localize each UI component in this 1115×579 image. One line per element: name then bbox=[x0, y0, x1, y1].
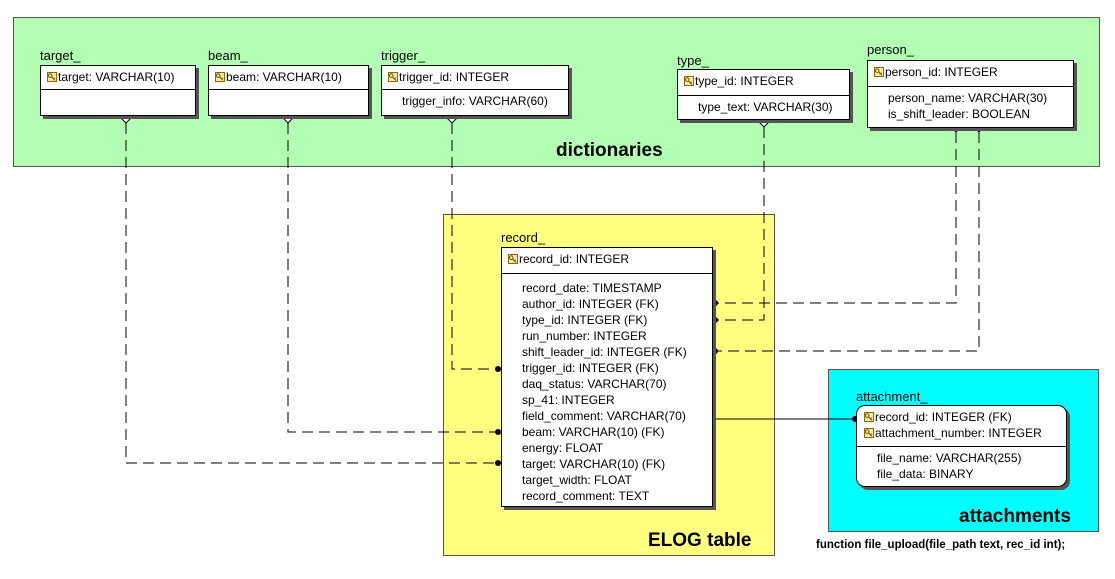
diamond-type bbox=[759, 118, 769, 128]
diamond-beam bbox=[283, 114, 293, 124]
dot-target bbox=[495, 460, 501, 466]
field-row: energy: FLOAT bbox=[522, 441, 604, 455]
entity-type-name: type_ bbox=[677, 53, 709, 68]
region-dictionaries-label: dictionaries bbox=[556, 140, 663, 161]
key-icon bbox=[864, 412, 874, 422]
field-row: person_name: VARCHAR(30) bbox=[888, 91, 1048, 105]
field-row: run_number: INTEGER bbox=[522, 329, 647, 343]
field-row: type_id: INTEGER (FK) bbox=[522, 313, 648, 327]
key-icon bbox=[864, 428, 874, 438]
entity-target-box[interactable]: target: VARCHAR(10) bbox=[40, 65, 196, 116]
entity-person-box[interactable]: person_id: INTEGER person_name: VARCHAR(… bbox=[867, 60, 1074, 128]
field-row: beam: VARCHAR(10) bbox=[215, 69, 368, 85]
field-row: type_id: INTEGER bbox=[684, 73, 849, 89]
key-icon bbox=[684, 76, 694, 86]
field-row: shift_leader_id: INTEGER (FK) bbox=[522, 345, 687, 359]
field-row: target_width: FLOAT bbox=[522, 473, 632, 487]
dot-beam bbox=[495, 429, 501, 435]
rel-beam-line bbox=[287, 123, 496, 433]
field-text: person_id: INTEGER bbox=[885, 65, 998, 79]
field-text: trigger_id: INTEGER bbox=[399, 70, 510, 84]
entity-record-attrs: record_date: TIMESTAMP author_id: INTEGE… bbox=[502, 274, 712, 504]
key-icon bbox=[508, 254, 518, 264]
field-row: is_shift_leader: BOOLEAN bbox=[888, 107, 1031, 121]
field-row: attachment_number: INTEGER bbox=[864, 425, 1066, 441]
entity-record-name: record_ bbox=[501, 230, 546, 245]
entity-record-pk: record_id: INTEGER bbox=[502, 248, 712, 274]
field-row: person_id: INTEGER bbox=[874, 64, 1073, 80]
dot-trigger bbox=[495, 366, 501, 372]
entity-person-attrs: person_name: VARCHAR(30) is_shift_leader… bbox=[868, 87, 1073, 122]
key-icon bbox=[874, 67, 884, 77]
rel-type-line bbox=[717, 127, 765, 321]
entity-attachment-pk: record_id: INTEGER (FK) attachment_numbe… bbox=[857, 406, 1066, 447]
entity-attachment-box[interactable]: record_id: INTEGER (FK) attachment_numbe… bbox=[856, 405, 1067, 487]
entity-trigger-attrs: trigger_info: VARCHAR(60) bbox=[382, 90, 568, 109]
entity-person-pk: person_id: INTEGER bbox=[868, 61, 1073, 87]
field-row: file_name: VARCHAR(255) bbox=[877, 451, 1022, 465]
entity-trigger-name: trigger_ bbox=[381, 48, 426, 63]
field-row: file_data: BINARY bbox=[877, 467, 974, 481]
field-text: attachment_number: INTEGER bbox=[875, 426, 1042, 440]
entity-person-name: person_ bbox=[867, 42, 914, 57]
field-row: type_text: VARCHAR(30) bbox=[698, 100, 833, 114]
region-elog-label: ELOG table bbox=[648, 530, 752, 551]
entity-target-pk: target: VARCHAR(10) bbox=[41, 66, 195, 90]
dot-type bbox=[712, 317, 718, 323]
field-row: sp_41: INTEGER bbox=[522, 393, 615, 407]
diamond-trigger bbox=[447, 114, 457, 124]
rel-person-shift-leader-line bbox=[717, 132, 980, 352]
field-row: daq_status: VARCHAR(70) bbox=[522, 377, 667, 391]
entity-beam-box[interactable]: beam: VARCHAR(10) bbox=[208, 65, 369, 116]
dot-shift-leader bbox=[712, 348, 718, 354]
diamond-target bbox=[121, 114, 131, 124]
field-row: record_id: INTEGER bbox=[508, 251, 712, 267]
field-row: trigger_id: INTEGER bbox=[388, 69, 568, 85]
entity-type-attrs: type_text: VARCHAR(30) bbox=[678, 96, 849, 115]
field-text: type_id: INTEGER bbox=[695, 74, 794, 88]
field-row: field_comment: VARCHAR(70) bbox=[522, 409, 686, 423]
function-footnote: function file_upload(file_path text, rec… bbox=[816, 539, 1066, 551]
field-row: record_id: INTEGER (FK) bbox=[864, 409, 1066, 425]
entity-beam-name: beam_ bbox=[208, 48, 248, 63]
rel-target-line bbox=[125, 123, 496, 464]
entity-attachment-name: attachment_ bbox=[856, 389, 928, 404]
field-text: record_id: INTEGER (FK) bbox=[875, 410, 1012, 424]
entity-trigger-box[interactable]: trigger_id: INTEGER trigger_info: VARCHA… bbox=[381, 65, 569, 116]
key-icon bbox=[388, 72, 398, 82]
rel-trigger-line bbox=[451, 123, 496, 370]
field-row: record_comment: TEXT bbox=[522, 489, 650, 503]
field-row: author_id: INTEGER (FK) bbox=[522, 297, 659, 311]
entity-attachment-attrs: file_name: VARCHAR(255) file_data: BINAR… bbox=[857, 447, 1066, 482]
entity-target-name: target_ bbox=[40, 48, 81, 63]
entity-type-pk: type_id: INTEGER bbox=[678, 70, 849, 96]
dot-author bbox=[712, 300, 718, 306]
field-row: trigger_info: VARCHAR(60) bbox=[402, 94, 548, 108]
key-icon bbox=[215, 72, 225, 82]
field-row: target: VARCHAR(10) (FK) bbox=[522, 457, 666, 471]
rel-person-author-line bbox=[717, 132, 957, 304]
region-attachments-label: attachments bbox=[959, 506, 1071, 527]
entity-record-box[interactable]: record_id: INTEGER record_date: TIMESTAM… bbox=[501, 247, 713, 507]
field-text: record_id: INTEGER bbox=[519, 252, 630, 266]
field-text: target: VARCHAR(10) bbox=[58, 70, 175, 84]
field-row: record_date: TIMESTAMP bbox=[522, 281, 662, 295]
entity-trigger-pk: trigger_id: INTEGER bbox=[382, 66, 568, 90]
field-row: beam: VARCHAR(10) (FK) bbox=[522, 425, 665, 439]
field-row: target: VARCHAR(10) bbox=[47, 69, 195, 85]
field-row: trigger_id: INTEGER (FK) bbox=[522, 361, 659, 375]
field-text: beam: VARCHAR(10) bbox=[226, 70, 342, 84]
entity-type-box[interactable]: type_id: INTEGER type_text: VARCHAR(30) bbox=[677, 69, 850, 120]
key-icon bbox=[47, 72, 57, 82]
entity-beam-pk: beam: VARCHAR(10) bbox=[209, 66, 368, 90]
